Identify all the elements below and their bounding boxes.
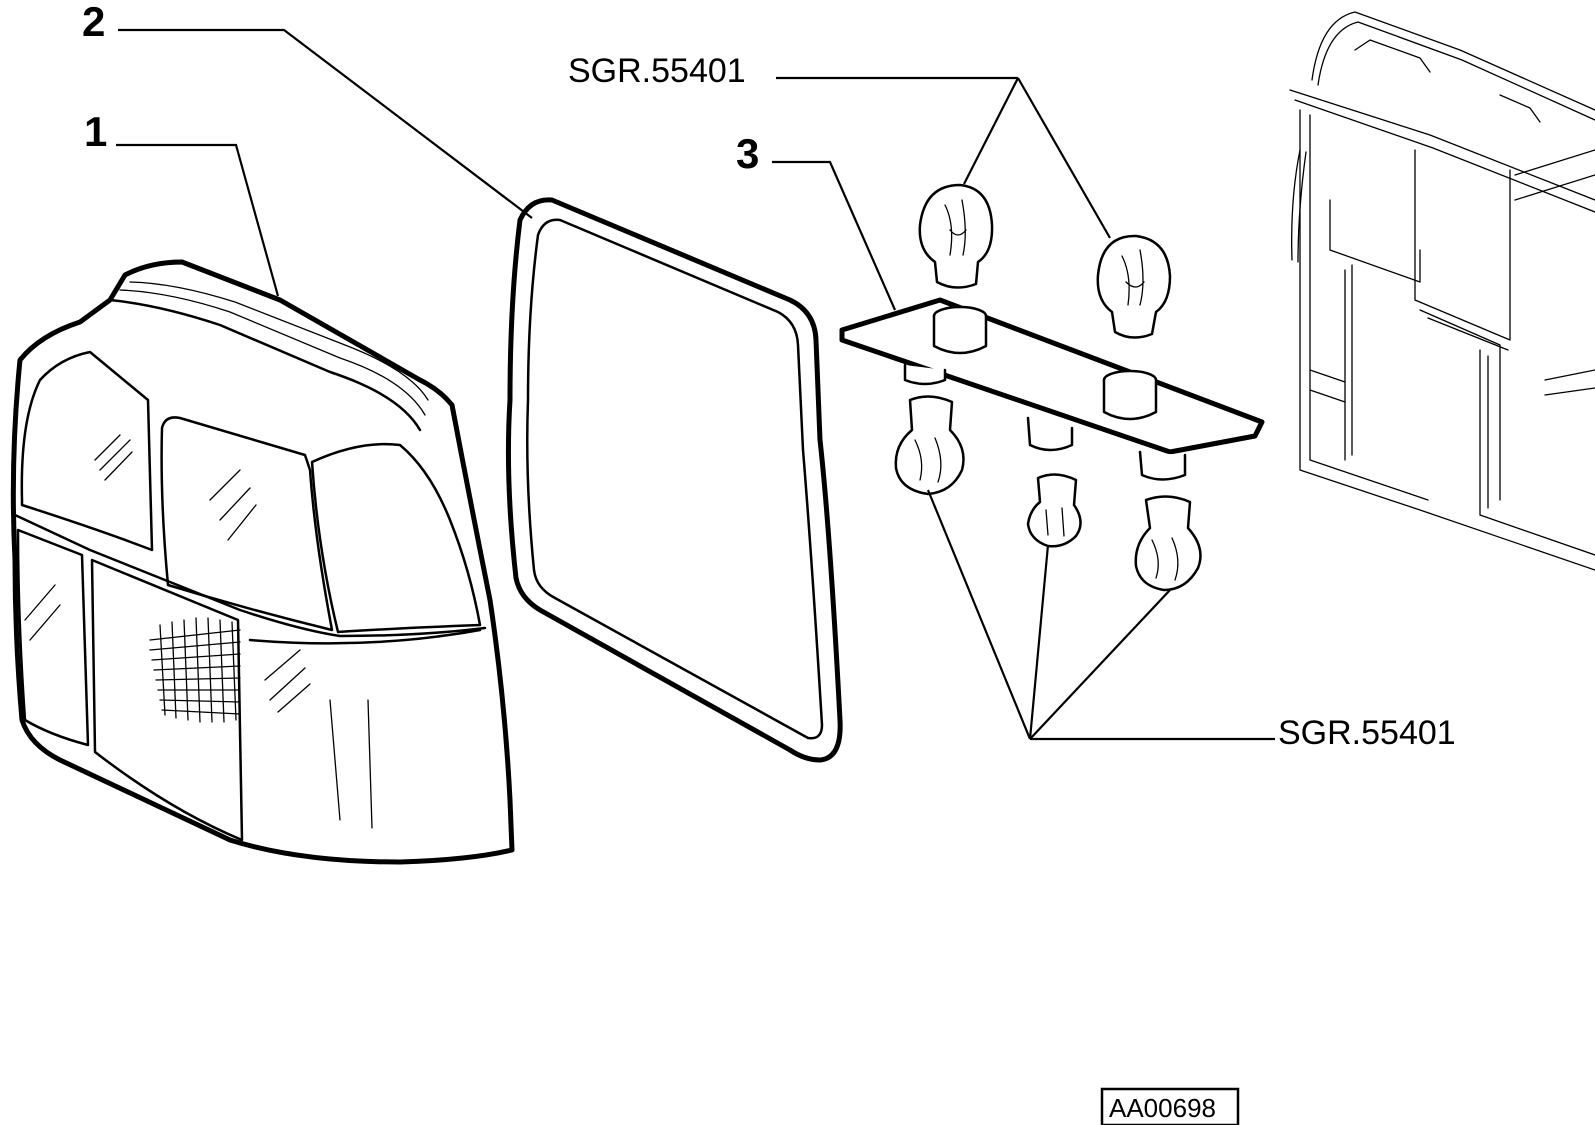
bulb-lower-left[interactable] (894, 395, 965, 496)
lens-panel-lower-middle (90, 558, 244, 842)
socket-bottom-1 (903, 363, 947, 386)
leader-part-2 (118, 28, 533, 219)
lens-outline (10, 259, 515, 865)
socket-top-right (1102, 369, 1158, 421)
socket-bottom-2 (1026, 416, 1074, 452)
gasket-outer (505, 197, 843, 763)
callout-part-3: 3 (736, 130, 759, 177)
bulb-lower-right[interactable] (1134, 495, 1202, 592)
bulb-lower-middle[interactable] (1026, 473, 1082, 548)
lens-panel-upper-middle (160, 416, 334, 632)
bulb-upper-left[interactable] (918, 183, 994, 289)
drawing-code: AA00698 (1109, 1093, 1216, 1123)
leader-part-3 (772, 160, 897, 311)
leader-ref-bottom (926, 489, 1275, 741)
gasket-inner (526, 218, 824, 740)
lens-hatching (24, 434, 311, 713)
lens-top-ridge (108, 298, 422, 432)
callout-part-1: 1 (84, 108, 107, 155)
lens-panel-lower-right (248, 628, 482, 645)
gasket[interactable] (505, 197, 843, 763)
callout-ref-top: SGR.55401 (568, 52, 746, 90)
leader-ref-top (776, 76, 1111, 239)
lens-panel-upper-right (310, 442, 482, 634)
bulb-holder[interactable] (839, 297, 1265, 481)
car-body-section (1289, 11, 1595, 571)
callout-part-2: 2 (82, 0, 105, 45)
callout-ref-bottom: SGR.55401 (1278, 714, 1456, 752)
lens-band (13, 513, 487, 638)
lens-panel-lower-left (16, 528, 90, 747)
bulb-upper-right[interactable] (1096, 234, 1172, 339)
drawing-code-box (1100, 1087, 1240, 1125)
socket-top-left (932, 305, 988, 355)
reflector-grid (149, 617, 241, 723)
lens-panel-upper-left (20, 350, 154, 552)
leader-part-1 (116, 143, 280, 297)
tail-lamp-lens[interactable] (10, 259, 515, 865)
socket-bottom-3 (1138, 450, 1187, 481)
